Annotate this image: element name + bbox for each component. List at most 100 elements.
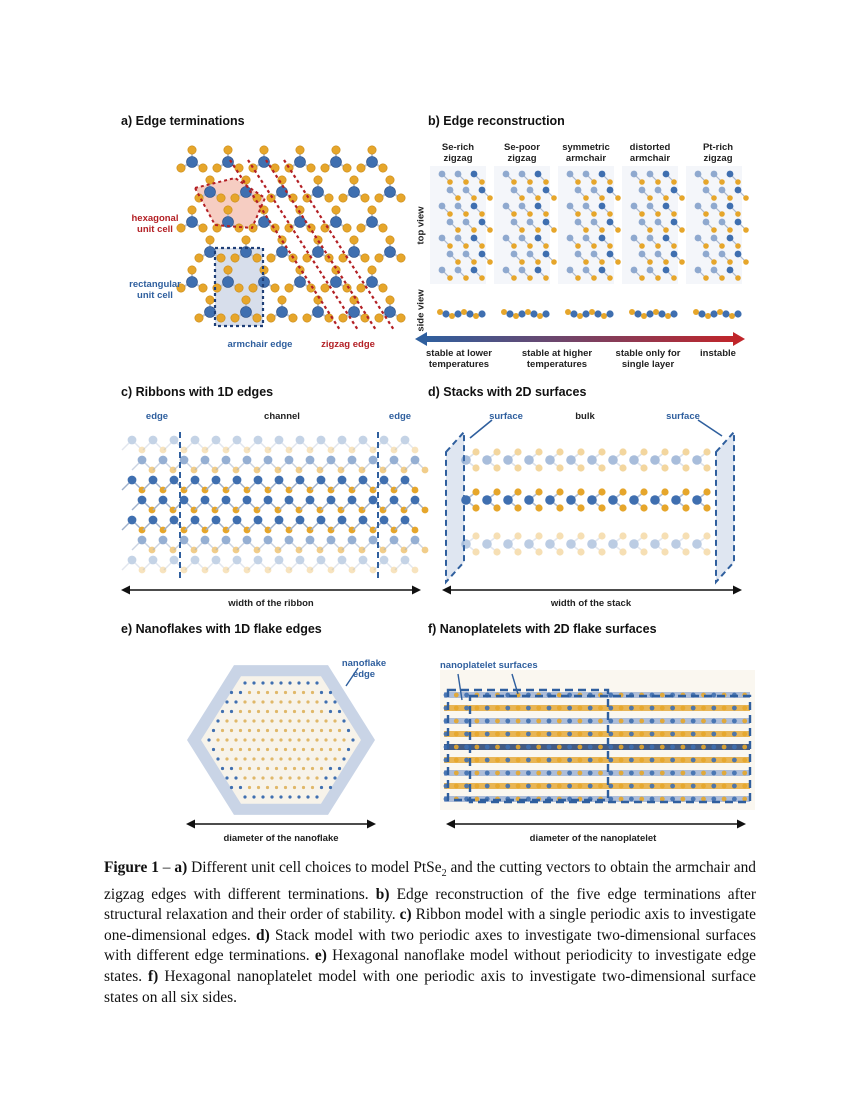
lattice-cell	[194, 495, 219, 514]
se-atom	[385, 175, 395, 185]
ribbon-edge-left-label: edge	[145, 411, 169, 422]
layer-atom	[526, 783, 531, 789]
se-atom	[551, 195, 557, 201]
pt-atom	[646, 310, 654, 318]
column-header-line2: zigzag	[703, 153, 733, 164]
top-view-background	[494, 166, 550, 284]
layer-atom	[732, 705, 737, 711]
se-atom	[223, 205, 233, 215]
pt-atom	[734, 310, 742, 318]
stack-lattice	[445, 419, 735, 585]
se-atom	[205, 175, 215, 185]
se-atom	[591, 243, 597, 249]
pt-atom	[366, 216, 378, 228]
layer-atom	[577, 744, 583, 750]
se-atom	[463, 179, 469, 185]
se-atom	[719, 179, 725, 185]
lattice-atom	[220, 728, 225, 733]
lattice-atom	[351, 738, 355, 742]
lattice-atom	[333, 776, 337, 780]
pt-atom	[694, 202, 702, 210]
layer-atom	[721, 705, 727, 711]
layer-atom	[474, 731, 480, 737]
lattice-atom	[238, 728, 243, 733]
lattice-cell	[352, 475, 377, 494]
lattice-atom	[324, 738, 328, 742]
pt-atom	[366, 276, 378, 288]
lattice-atom	[315, 776, 319, 780]
lattice-atom	[229, 709, 234, 714]
pt-atom	[710, 202, 718, 210]
pt-atom	[502, 266, 510, 274]
se-atom	[187, 205, 197, 215]
layer-atom	[659, 770, 665, 776]
lattice-atom	[238, 747, 243, 752]
layer-atom	[536, 744, 542, 750]
layer-atom	[495, 770, 500, 776]
lattice-atom	[220, 709, 225, 714]
pt-atom	[502, 202, 510, 210]
pt-atom	[502, 234, 510, 242]
se-atom	[703, 275, 709, 281]
se-atom	[647, 195, 653, 201]
lattice-atom	[328, 747, 333, 752]
pt-atom	[222, 276, 234, 288]
layer-atom	[556, 770, 562, 776]
pt-atom	[606, 250, 614, 258]
se-atom	[671, 211, 677, 217]
lattice-cell	[352, 555, 377, 574]
lattice-atom	[270, 681, 274, 685]
pt-atom	[438, 170, 446, 178]
hex-label-line1: hexagonal	[131, 213, 179, 224]
se-atom	[374, 193, 384, 203]
se-atom	[519, 259, 525, 265]
se-atom	[615, 195, 621, 201]
se-atom	[360, 253, 370, 263]
pt-atom	[384, 246, 396, 258]
layer-atom	[556, 731, 562, 737]
pt-atom	[662, 202, 670, 210]
layer-atom	[453, 770, 459, 776]
layer-atom	[629, 744, 634, 750]
lattice-cell	[394, 435, 419, 454]
se-atom	[711, 227, 717, 233]
lattice-cell	[163, 555, 188, 574]
layer-atom	[587, 731, 593, 737]
lattice-cell	[215, 455, 240, 474]
lattice-atom	[328, 766, 333, 771]
lattice-cell	[383, 455, 408, 474]
layer-atom	[629, 783, 634, 789]
se-atom	[663, 259, 669, 265]
se-atom	[216, 193, 226, 203]
se-atom	[205, 295, 215, 305]
layer-atom	[608, 718, 614, 724]
se-atom	[198, 163, 208, 173]
layer-atom	[629, 718, 634, 724]
se-atom	[639, 243, 645, 249]
side-view-label: side view	[415, 289, 427, 332]
se-atom	[511, 179, 517, 185]
lattice-atom	[333, 719, 337, 723]
lattice-atom	[315, 719, 319, 723]
pt-atom	[506, 310, 514, 318]
layer-atom	[546, 718, 552, 724]
se-atom	[241, 235, 251, 245]
nanoplatelet-layer	[444, 770, 750, 776]
lattice-cell	[383, 535, 408, 554]
pt-atom	[646, 234, 654, 242]
se-atom	[342, 163, 352, 173]
lattice-atom	[274, 766, 279, 771]
armchair-edge-label: armchair edge	[227, 339, 293, 350]
panel-a-lattice	[176, 145, 406, 331]
layer-atom	[618, 796, 624, 802]
column-header-line1: distorted	[629, 142, 671, 153]
layer-atom	[742, 783, 748, 789]
pt-atom	[526, 250, 534, 258]
layer-atom	[567, 744, 572, 750]
layer-atom	[495, 718, 500, 724]
lattice-atom	[274, 785, 279, 790]
lattice-atom	[279, 719, 283, 723]
panel-b-structures	[430, 166, 749, 319]
lattice-cell	[226, 435, 251, 454]
lattice-cell	[404, 455, 429, 474]
